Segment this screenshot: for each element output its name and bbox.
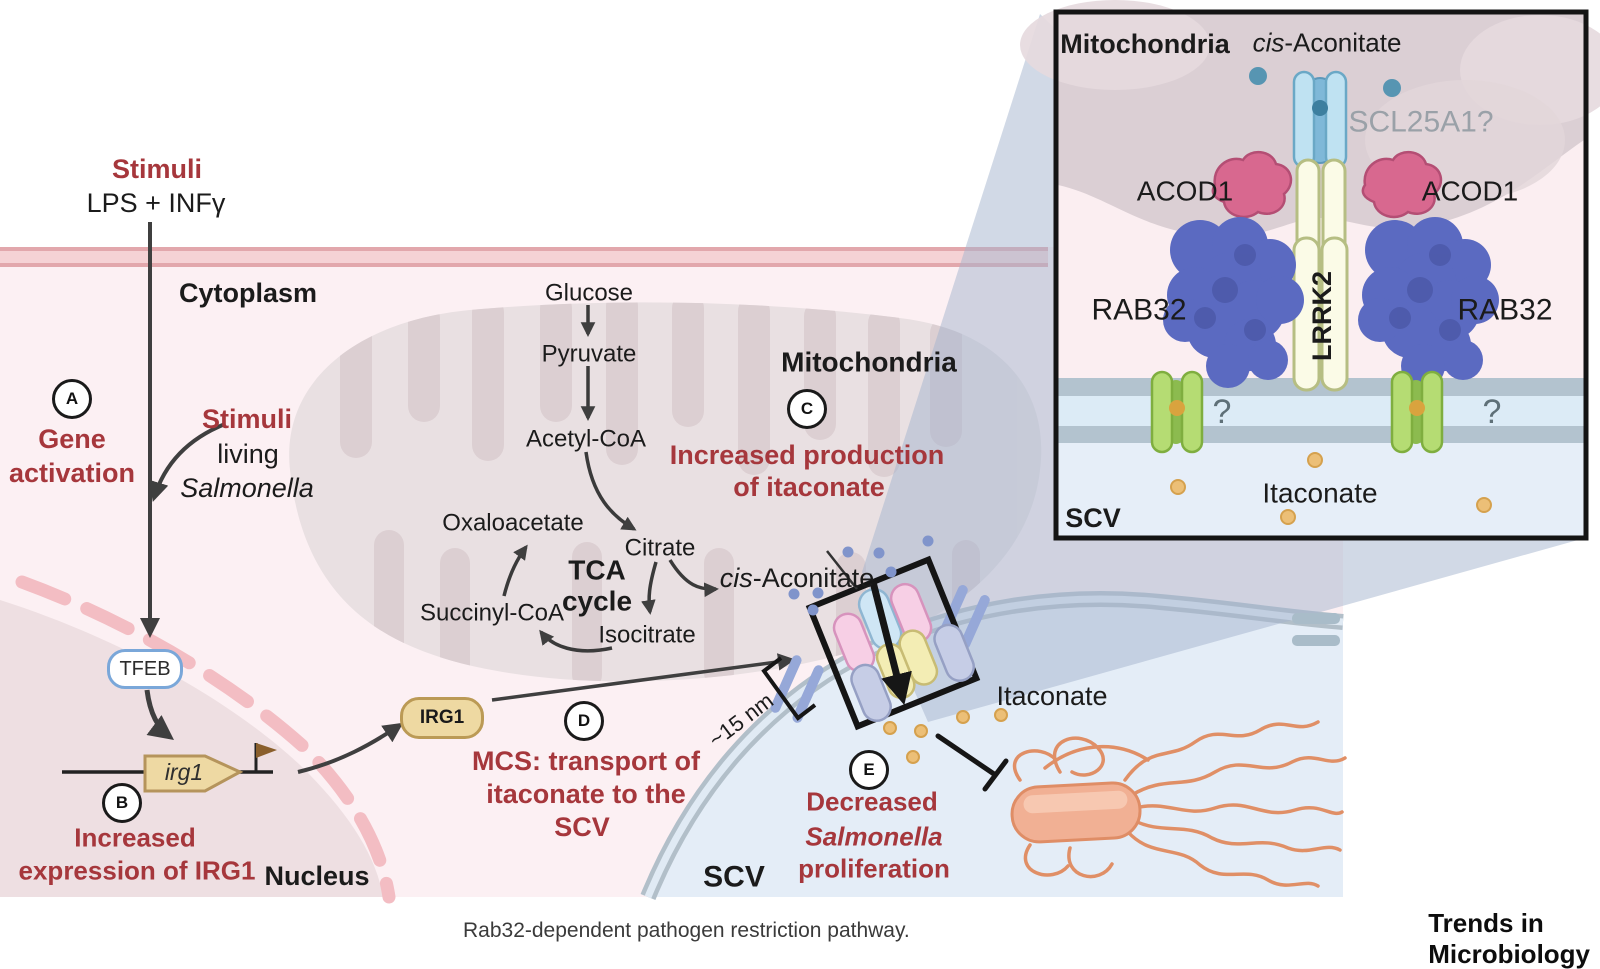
rab32-left-label: RAB32 xyxy=(1091,293,1187,327)
increased-expression-line1: Increased xyxy=(74,822,196,853)
pyruvate-label: Pyruvate xyxy=(541,340,637,368)
nucleus-region xyxy=(0,575,396,904)
scl25a1-label: SCL25A1? xyxy=(1348,105,1494,139)
rab32-proteins xyxy=(1163,217,1499,388)
mcs-line2: itaconate to the xyxy=(486,778,686,809)
gene-arrow-shape xyxy=(143,754,244,793)
step-d-badge: D xyxy=(564,701,604,741)
step-c-badge: C xyxy=(787,389,827,429)
lrrk2-label: LRRK2 xyxy=(1306,270,1337,362)
mcs-line3: SCV xyxy=(554,811,610,842)
nucleus-label: Nucleus xyxy=(264,860,370,891)
cis-aconitate-molecules xyxy=(788,535,934,616)
gene-activation-line2: activation xyxy=(8,457,136,488)
step-e-badge: E xyxy=(849,750,889,790)
lrrk2-scaffold xyxy=(1292,158,1349,392)
increased-production-line2: of itaconate xyxy=(733,471,885,502)
journal-wordmark: Trends in Microbiology xyxy=(1428,908,1591,969)
cis-aconitate-dot xyxy=(1383,79,1401,97)
mitochondria-label: Mitochondria xyxy=(781,346,957,378)
gene-activation-line1: Gene xyxy=(38,423,106,454)
irg1-gene-label: irg1 xyxy=(164,758,204,785)
nuclear-envelope xyxy=(15,575,396,904)
stimuli-arrows xyxy=(140,222,226,741)
oxaloacetate-label: Oxaloacetate xyxy=(442,509,584,537)
cis-aconitate-label: cis-Aconitate xyxy=(719,562,875,593)
irg1-protein-badge: IRG1 xyxy=(400,697,484,739)
step-a-badge: A xyxy=(52,379,92,419)
figure-caption: Rab32-dependent pathogen restriction pat… xyxy=(463,919,910,942)
stimuli2-line2: living xyxy=(217,438,279,469)
tca-cycle-line1: TCA xyxy=(568,554,626,586)
unknown-left-label: ? xyxy=(1212,393,1232,432)
unknown-right-label: ? xyxy=(1482,393,1502,432)
irg1-gene-locus xyxy=(62,722,404,793)
tca-cycle-arrows xyxy=(502,305,719,653)
itaconate-molecules xyxy=(883,708,1008,764)
distance-bracket xyxy=(761,656,817,721)
inset-itaconate-label: Itaconate xyxy=(1262,477,1378,509)
acod1-left-label: ACOD1 xyxy=(1136,175,1234,207)
cytoplasm-label: Cytoplasm xyxy=(178,277,318,308)
decreased-line3: proliferation xyxy=(798,853,950,884)
acetyl-coa-label: Acetyl-CoA xyxy=(525,425,647,453)
plasma-membrane xyxy=(0,247,1048,267)
acod1-proteins xyxy=(1211,151,1443,219)
increased-production-line1: Increased production xyxy=(669,439,945,470)
succinyl-coa-label: Succinyl-CoA xyxy=(419,599,565,627)
inset-diagram xyxy=(1020,0,1600,541)
inset-scv-membranes xyxy=(1058,378,1584,536)
itaconate-label: Itaconate xyxy=(996,680,1108,711)
decreased-salmonella: Salmonella xyxy=(805,821,943,852)
gene-to-irg1-arrow xyxy=(297,722,404,774)
glucose-label: Glucose xyxy=(544,279,634,307)
stimuli2-salmonella: Salmonella xyxy=(180,472,314,503)
inset-cis-aconitate-label: cis-Aconitate xyxy=(1252,27,1402,58)
stimuli2-title: Stimuli xyxy=(201,403,293,434)
inset-scv-label: SCV xyxy=(1065,502,1121,533)
increased-expression-line2: expression of IRG1 xyxy=(18,855,256,886)
irg1-to-mcs-arrow xyxy=(491,653,796,702)
acod1-right-label: ACOD1 xyxy=(1421,175,1519,207)
cis-aconitate-dot xyxy=(1249,67,1267,85)
inhibition-tbar xyxy=(935,733,1009,792)
mcs-line1: MCS: transport of xyxy=(472,745,700,776)
flagella xyxy=(1012,720,1347,888)
inset-mitochondria-label: Mitochondria xyxy=(1060,28,1230,59)
itaconate-transport-arrow xyxy=(869,581,912,706)
tca-cycle-line2: cycle xyxy=(561,585,633,617)
inset-border xyxy=(1053,9,1589,541)
citrate-label: Citrate xyxy=(624,534,696,562)
unknown-transporters xyxy=(1150,370,1444,454)
label-leader-line xyxy=(826,550,858,590)
salmonella-bacterium xyxy=(1010,720,1347,888)
membrane-edge-ticks xyxy=(1292,613,1340,646)
stimuli-title: Stimuli xyxy=(111,153,203,184)
step-b-badge: B xyxy=(102,783,142,823)
inset-itaconate-molecules xyxy=(1170,452,1492,525)
tfeb-protein: TFEB xyxy=(107,649,183,689)
isocitrate-label: Isocitrate xyxy=(598,621,696,649)
mcs-complex-box xyxy=(805,555,981,731)
scv-label: SCV xyxy=(703,860,765,894)
rab32-right-label: RAB32 xyxy=(1457,293,1553,327)
decreased-line1: Decreased xyxy=(806,786,938,817)
stimuli-subtitle: LPS + INFγ xyxy=(86,187,226,218)
